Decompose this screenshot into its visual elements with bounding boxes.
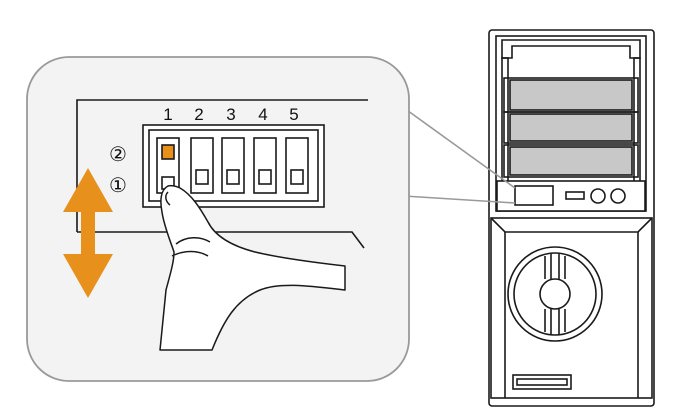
drive-bay [503, 144, 639, 178]
position-label-2: ② [109, 142, 127, 166]
dip-switch-1[interactable] [156, 137, 180, 194]
fan-grille [507, 246, 603, 342]
dip-switch-2[interactable] [190, 137, 214, 194]
switch-number-label: 1 [163, 105, 172, 124]
bottom-vent [512, 374, 572, 390]
dip-switch-location [514, 185, 554, 206]
position-label-1: ① [109, 173, 127, 197]
drive-bay [503, 77, 639, 113]
audio-jack [610, 188, 626, 204]
pointing-finger-icon [159, 184, 346, 351]
switch-number-label: 3 [226, 105, 235, 124]
double-vertical-arrow-icon [63, 168, 113, 298]
switch-number-label: 2 [194, 105, 203, 124]
drive-bay [503, 111, 639, 144]
switch-lever-highlight [161, 144, 175, 160]
switch-number-label: 5 [289, 105, 298, 124]
dip-switch-4[interactable] [253, 137, 277, 194]
callout-pointer [403, 107, 516, 204]
usb-port [565, 191, 585, 200]
switch-number-label: 4 [258, 105, 267, 124]
pc-tower [488, 29, 655, 407]
dip-switch-5[interactable] [285, 137, 309, 194]
dip-switch-3[interactable] [221, 137, 245, 194]
audio-jack [590, 188, 606, 204]
